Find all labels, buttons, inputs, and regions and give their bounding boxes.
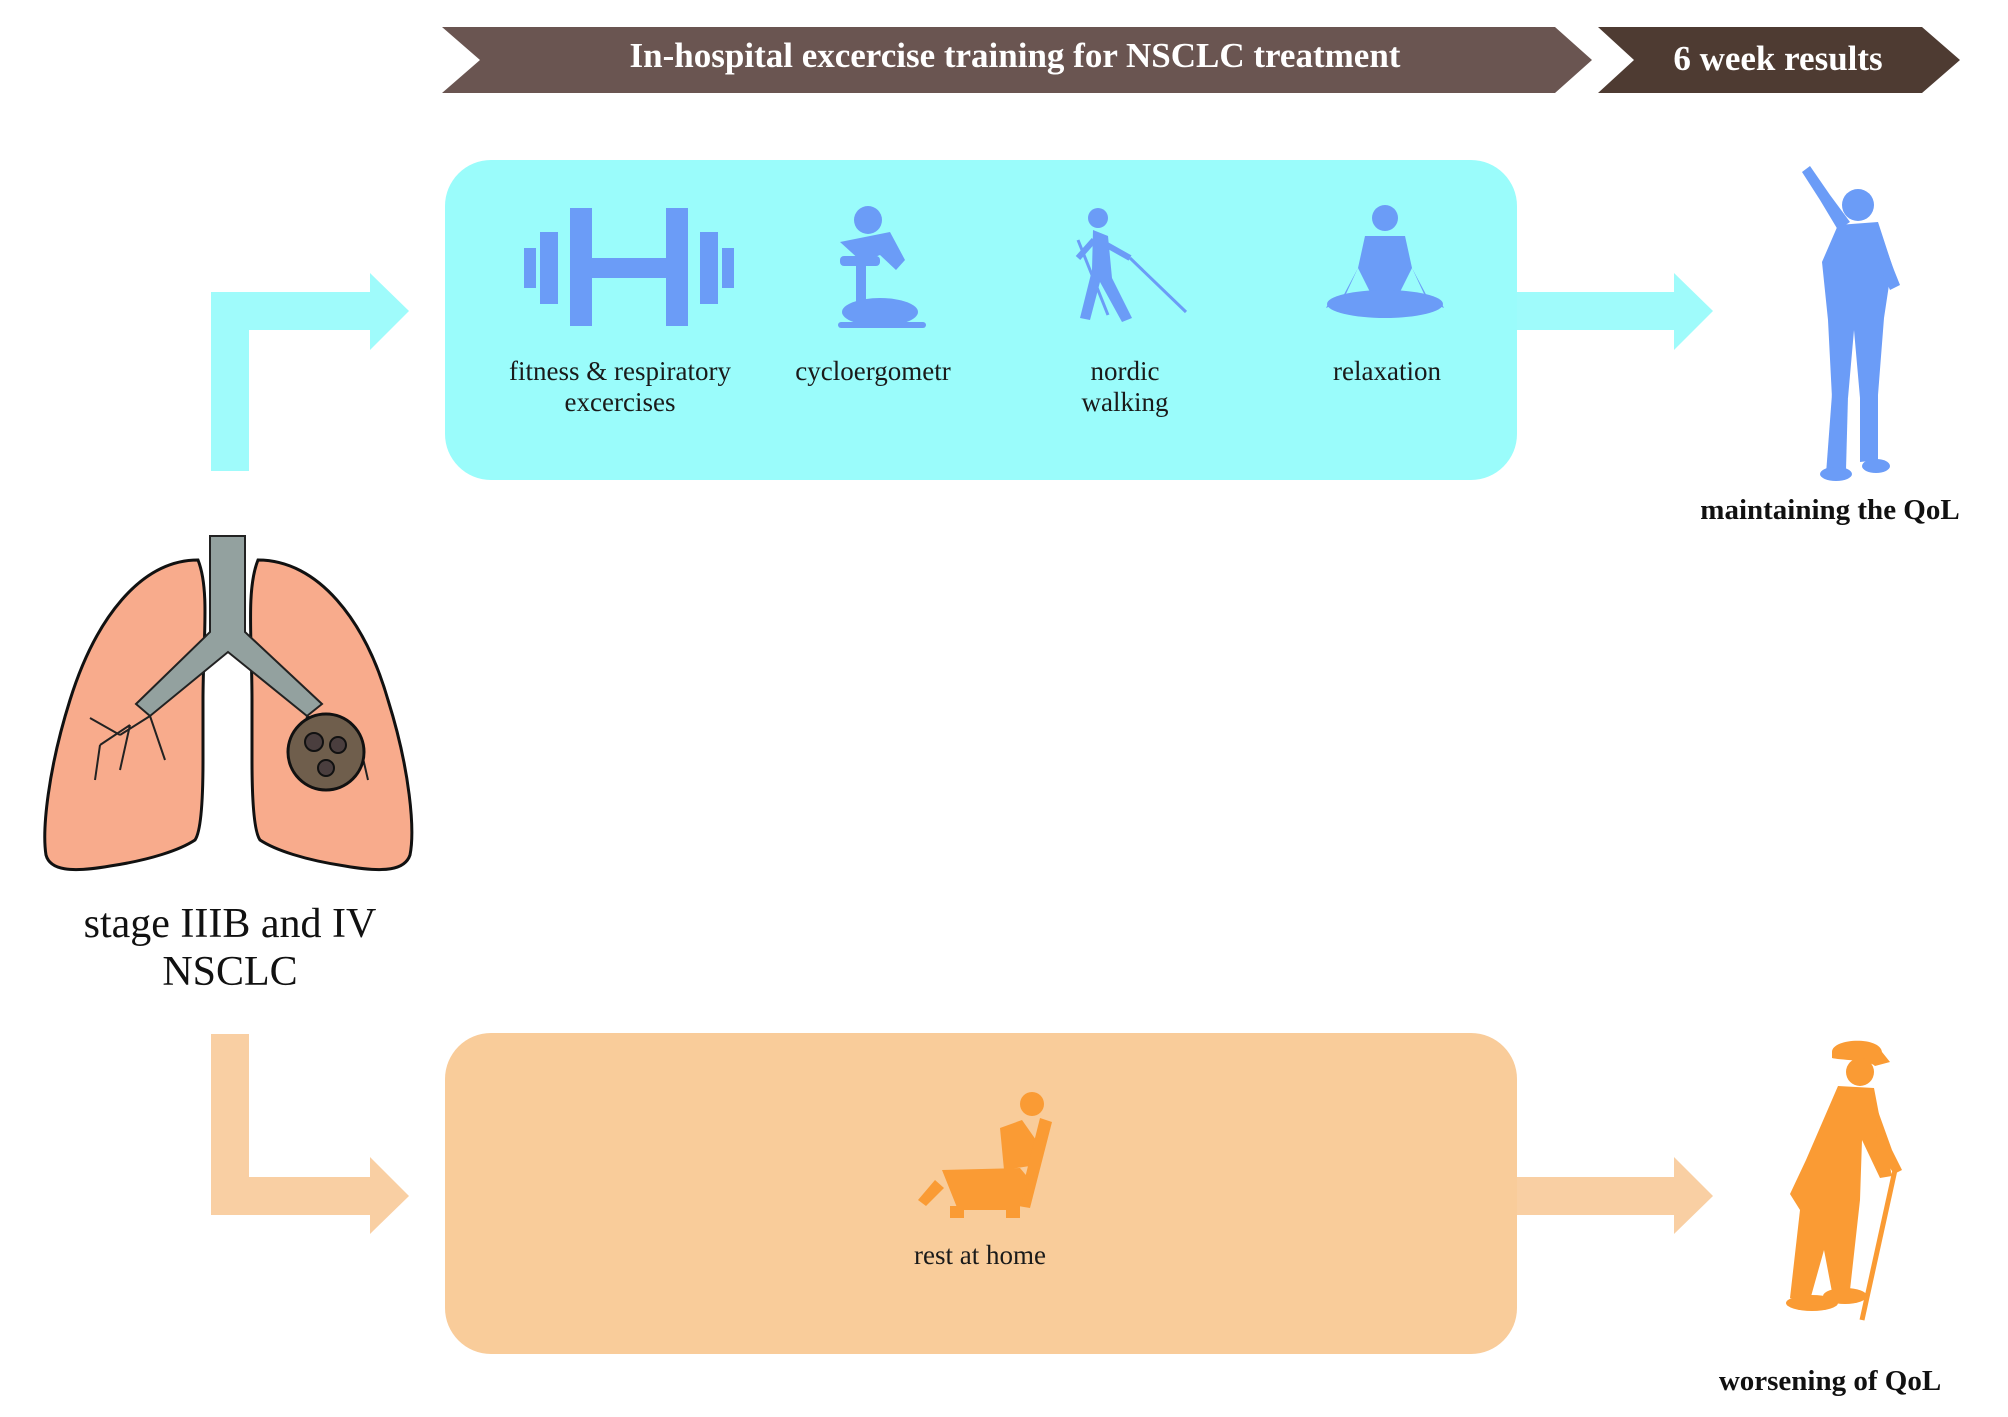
meditation-icon	[1326, 205, 1444, 318]
intervention-panel	[445, 160, 1517, 480]
active-person-icon	[1802, 166, 1900, 481]
training-banner-title: In-hospital excercise training for NSCLC…	[629, 36, 1401, 75]
stationary-bike-icon	[838, 206, 926, 328]
activity-label-nordic-walking: nordic walking	[1081, 356, 1169, 418]
activity-label-cycloergometr: cycloergometr	[795, 356, 951, 386]
activity-label-fitness: fitness & respiratory excercises	[509, 356, 731, 418]
condition-label: stage IIIB and IV NSCLC	[83, 901, 377, 996]
lungs-icon	[43, 535, 414, 872]
intervention-outcome-label: maintaining the QoL	[1700, 494, 1960, 526]
reclining-chair-icon	[918, 1092, 1052, 1218]
intervention-entry-arrow	[211, 273, 409, 471]
control-activity-label: rest at home	[914, 1240, 1046, 1270]
control-outcome-label: worsening of QoL	[1718, 1365, 1942, 1397]
intervention-result-arrow	[1517, 273, 1713, 350]
tumor-icon	[286, 712, 366, 792]
elderly-person-icon	[1786, 1040, 1902, 1321]
nordic-walking-icon	[1075, 208, 1188, 322]
results-banner	[1598, 27, 1960, 93]
control-result-arrow	[1517, 1157, 1713, 1234]
activity-label-relaxation: relaxation	[1333, 356, 1441, 386]
dumbbell-icon	[524, 208, 734, 326]
results-banner-title: 6 week results	[1673, 39, 1883, 78]
control-entry-arrow	[211, 1034, 409, 1234]
training-banner	[442, 27, 1592, 93]
